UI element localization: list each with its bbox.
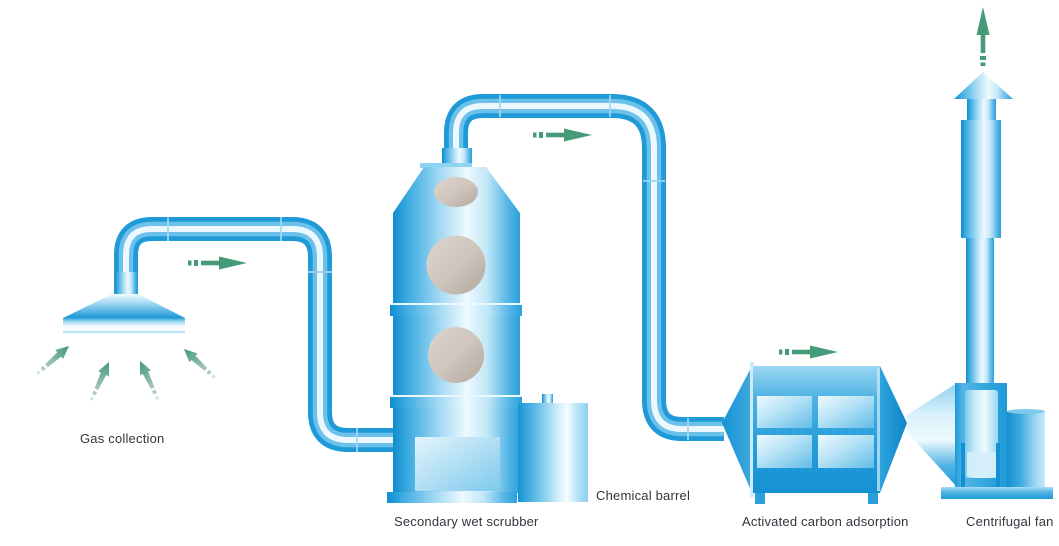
gas-collection-hood: [63, 272, 185, 333]
fan-base-plate: [941, 487, 1053, 499]
label-gas-collection: Gas collection: [80, 431, 165, 446]
carbon-front-plate: [750, 362, 754, 497]
barrel-nozzle: [542, 394, 553, 404]
carbon-panel: [757, 435, 812, 468]
stack-neck: [967, 99, 996, 120]
label-activated-carbon-adsorption: Activated carbon adsorption: [742, 514, 909, 529]
pipe-segment-seams: [499, 95, 689, 440]
stack-pipe: [966, 238, 994, 386]
label-centrifugal-fan: Centrifugal fan: [966, 514, 1054, 529]
activated-carbon-adsorption-unit: [722, 362, 907, 504]
flow-arrow-up: [976, 7, 990, 66]
flow-arrows: [188, 7, 990, 359]
carbon-panel: [818, 435, 874, 468]
tower-access-panel: [415, 437, 500, 491]
exhaust-stack: [954, 72, 1013, 386]
tower-dome-lip: [420, 163, 472, 168]
tower-seam-band: [390, 303, 522, 316]
spray-arrow: [36, 346, 69, 375]
spray-arrow: [89, 362, 109, 401]
spray-arrows: [36, 346, 216, 401]
barrel-body: [518, 403, 588, 502]
spray-arrow: [140, 361, 160, 400]
pipe-hood-to-scrubber: [114, 217, 395, 452]
secondary-wet-scrubber: [387, 148, 522, 503]
carbon-panel: [818, 396, 874, 428]
carbon-panel: [757, 396, 812, 428]
spray-arrow: [184, 349, 216, 379]
tower-window-middle: [426, 235, 486, 295]
hood-rim: [63, 318, 185, 333]
pipe-segment-seams: [167, 217, 358, 452]
fan-housing-inner-lower: [967, 452, 997, 477]
hood-cone: [63, 294, 185, 318]
flow-arrow-right: [188, 256, 247, 270]
label-chemical-barrel: Chemical barrel: [596, 488, 691, 503]
hood-stub-pipe: [115, 272, 137, 298]
tower-window-top: [434, 177, 478, 207]
tower-window-lower: [428, 327, 484, 383]
fan-leg: [961, 443, 965, 489]
carbon-box: [753, 366, 880, 493]
fan-inlet-funnel: [907, 383, 957, 487]
flow-arrow-right: [779, 345, 838, 359]
fan-volute-top-edge: [1007, 409, 1045, 414]
carbon-inlet-cone: [722, 366, 752, 493]
fan-leg: [996, 443, 1000, 489]
stack-cap-arrowhead: [954, 72, 1013, 99]
chemical-barrel: [518, 394, 588, 502]
flow-arrow-right: [533, 128, 592, 142]
label-secondary-wet-scrubber: Secondary wet scrubber: [394, 514, 539, 529]
tower-seam-band: [390, 395, 522, 408]
tower-bottom-flange: [387, 492, 517, 503]
pipe-scrubber-to-carbon: [444, 94, 724, 441]
centrifugal-fan: [941, 383, 1053, 499]
fan-volute-cylinder: [1007, 411, 1045, 487]
stack-upper-cylinder: [961, 120, 1001, 238]
carbon-leg: [755, 493, 765, 504]
carbon-leg: [868, 493, 878, 504]
carbon-rear-plate: [877, 368, 880, 491]
carbon-outlet-cap: [880, 366, 907, 493]
